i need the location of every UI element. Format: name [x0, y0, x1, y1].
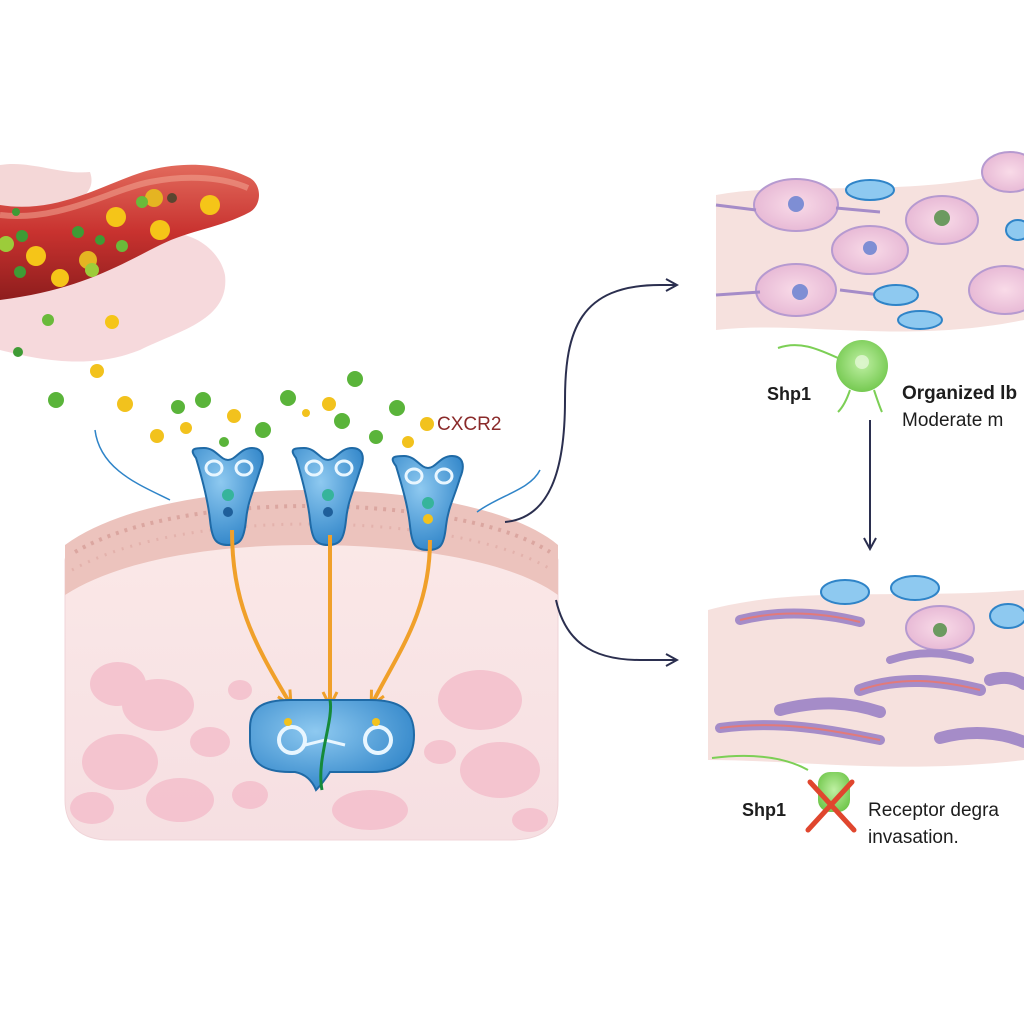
effector-complex [249, 699, 416, 792]
signal-arrows [230, 529, 432, 700]
membrane-texture [73, 503, 552, 554]
blood-vessel [0, 163, 259, 362]
shp1-active-icon [777, 340, 888, 413]
top-panel-outcome-line2: Moderate m [902, 410, 1004, 431]
receptor-cxcr2-3 [391, 454, 464, 552]
flow-arrow-to-top-panel [504, 285, 676, 523]
signal-arrow-right [374, 539, 432, 700]
tissue-panel-top [715, 151, 1024, 332]
tissue-vesicles [70, 662, 548, 832]
vessel-highlight [0, 174, 250, 219]
shp1-inhibited-icon [711, 754, 857, 833]
flow-arrow-to-bottom-panel [555, 599, 676, 660]
chemokine-particles [48, 364, 434, 448]
shp1-label-bottom: Shp1 [742, 800, 787, 820]
signal-arrow-left [230, 529, 288, 700]
vessel-body [0, 164, 259, 300]
top-panel-outcome-line1: Organized lb [902, 383, 1018, 404]
invading-cells [715, 575, 1024, 748]
tissue-panel-bottom [708, 575, 1024, 767]
vessel-particles [0, 189, 220, 357]
bottom-panel-outcome-line2: invasation. [868, 827, 959, 848]
shp1-label-top: Shp1 [767, 384, 812, 404]
connector-curve-right [476, 469, 541, 513]
cxcr2-label: CXCR2 [437, 414, 502, 435]
organized-cells [715, 151, 1024, 330]
tissue-block [64, 490, 559, 841]
receptor-cxcr2-2 [291, 446, 364, 547]
receptor-cxcr2-1 [191, 446, 264, 547]
connector-curve-left [94, 429, 171, 501]
bottom-panel-outcome-line1: Receptor degra [868, 800, 999, 821]
inhibit-cross-icon [805, 779, 857, 833]
